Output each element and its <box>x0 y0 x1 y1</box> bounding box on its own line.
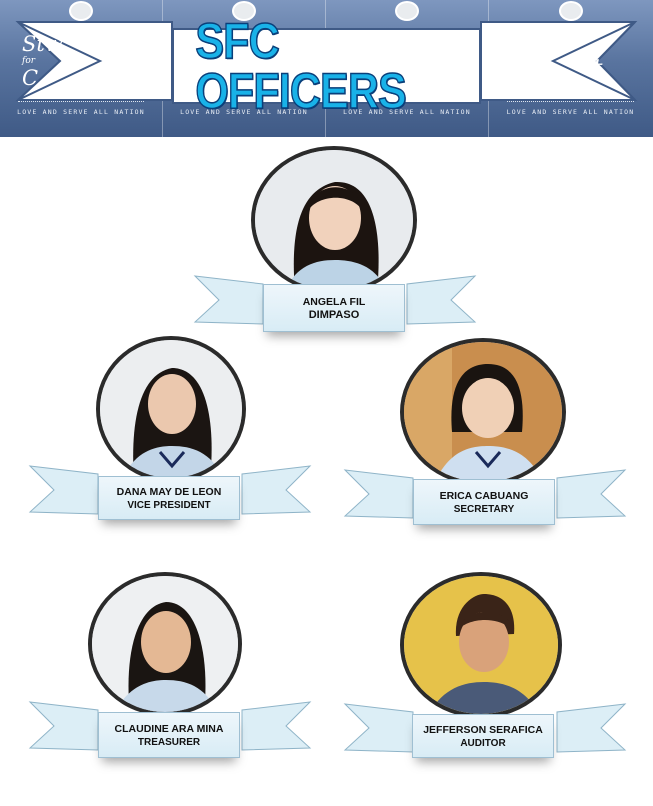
title-box: SFC OFFICERS <box>172 15 481 117</box>
banner-motto: LOVE AND SERVE ALL NATION <box>343 108 471 116</box>
banner-tile-4: LOVE AND SERVE ALL NATION <box>489 0 652 137</box>
banner-script-right-top: for <box>560 38 574 48</box>
school-seal-icon <box>232 1 256 21</box>
banner-motto: LOVE AND SERVE ALL NATION <box>180 108 308 116</box>
name-ribbon <box>343 469 627 519</box>
portrait-image <box>100 340 242 478</box>
officer-name: ERICA CABUANG <box>439 489 529 502</box>
header-banner: LOVE AND SERVE ALL NATION LOVE AND SERVE… <box>0 0 653 137</box>
name-plate: ANGELA FIL DIMPASO <box>263 284 405 332</box>
officer-name: CLAUDINE ARA MINA <box>114 722 224 735</box>
name-plate: JEFFERSON SERAFICA AUDITOR <box>412 714 554 758</box>
portrait-image <box>404 342 562 482</box>
name-plate: CLAUDINE ARA MINA TREASURER <box>98 712 240 758</box>
title-ribbon <box>15 21 638 101</box>
school-seal-icon <box>395 1 419 21</box>
school-seal-icon <box>558 1 583 21</box>
banner-motto: LOVE AND SERVE ALL NATION <box>17 108 145 116</box>
portrait-image <box>255 150 413 290</box>
script-left-mid: for <box>22 56 36 66</box>
name-ribbon <box>28 465 312 515</box>
dotted-divider <box>507 101 634 102</box>
portrait-image <box>92 576 238 712</box>
name-ribbon <box>28 701 312 751</box>
script-left-top: Stw <box>22 32 63 56</box>
officer-role: TREASURER <box>137 736 201 748</box>
officer-photo <box>251 146 417 294</box>
script-left-bottom: C <box>22 66 39 90</box>
officer-role: DIMPASO <box>308 308 360 321</box>
officer-name: JEFFERSON SERAFICA <box>423 723 543 736</box>
officer-role: VICE PRESIDENT <box>127 499 211 511</box>
officer-photo <box>400 572 562 718</box>
officer-role: AUDITOR <box>460 737 506 749</box>
officer-photo <box>96 336 246 482</box>
banner-script-right-bottom: t <box>592 54 603 84</box>
page-title: SFC OFFICERS <box>195 13 408 119</box>
school-seal-icon <box>69 1 93 21</box>
officer-photo <box>400 338 566 486</box>
banner-motto: LOVE AND SERVE ALL NATION <box>506 108 635 116</box>
name-ribbon <box>343 703 627 753</box>
name-plate: DANA MAY DE LEON VICE PRESIDENT <box>98 476 240 520</box>
name-plate: ERICA CABUANG SECRETARY <box>413 479 555 525</box>
officer-name: ANGELA FIL <box>302 295 366 308</box>
officer-photo <box>88 572 242 716</box>
officer-role: SECRETARY <box>453 503 515 515</box>
dotted-divider <box>18 101 144 102</box>
officer-name: DANA MAY DE LEON <box>116 485 222 498</box>
portrait-image <box>404 576 558 714</box>
banner-script-left: Stw for C <box>22 32 63 90</box>
name-ribbon <box>193 275 477 325</box>
